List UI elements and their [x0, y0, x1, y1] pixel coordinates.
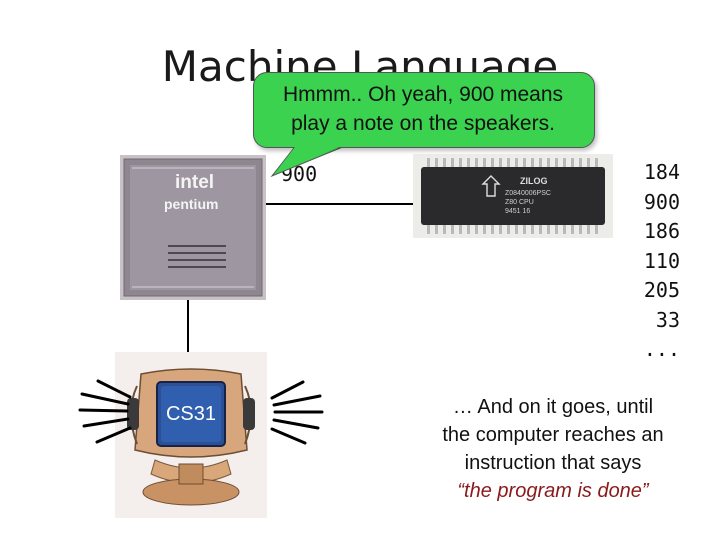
caption-line-2: the computer reaches an — [408, 421, 698, 449]
memory-value: 184 — [628, 158, 680, 188]
bubble-line-1: Hmmm.. Oh yeah, 900 means — [253, 80, 593, 109]
chip-text-line-1: Z0840006PSC — [505, 190, 551, 197]
bubble-line-2: play a note on the speakers. — [253, 109, 593, 138]
memory-value: 900 — [628, 188, 680, 218]
computer-monitor-image: CS31 — [115, 352, 267, 518]
cpu-brand-text: intel — [175, 172, 214, 193]
memory-values-list: 184 900 186 110 205 33 ... — [628, 158, 680, 365]
chip-brand-text: ZILOG — [520, 176, 548, 186]
memory-value: 110 — [628, 247, 680, 277]
chip-text-line-3: 9451 16 — [505, 208, 530, 215]
chip-text-line-2: Z80 CPU — [505, 199, 534, 206]
cpu-model-text: pentium — [164, 196, 218, 212]
caption-line-3: instruction that says — [408, 449, 698, 477]
cpu-image: intel pentium — [120, 155, 266, 300]
monitor-label: CS31 — [166, 403, 216, 425]
memory-value: 186 — [628, 217, 680, 247]
z80-chip-image: ZILOG Z0840006PSC Z80 CPU 9451 16 — [413, 154, 613, 238]
bus-value: 900 — [281, 162, 317, 186]
memory-value: ... — [628, 335, 680, 365]
speech-bubble-text: Hmmm.. Oh yeah, 900 means play a note on… — [253, 80, 593, 138]
wire-cpu-to-chip — [262, 203, 420, 205]
caption: … And on it goes, until the computer rea… — [408, 393, 698, 505]
caption-emphasis: “the program is done” — [408, 477, 698, 505]
caption-line-1: … And on it goes, until — [408, 393, 698, 421]
memory-value: 205 — [628, 276, 680, 306]
memory-value: 33 — [628, 306, 680, 336]
